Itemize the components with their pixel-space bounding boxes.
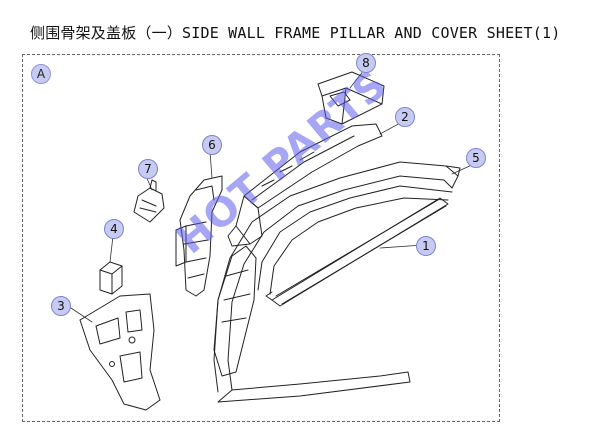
part-8-corner-bracket [317, 71, 385, 125]
callout-6[interactable]: 6 [202, 135, 222, 155]
part-3-a-pillar-lower-panel [79, 293, 161, 411]
part-7-clip-bracket [133, 179, 165, 223]
page-title: 侧围骨架及盖板（一）SIDE WALL FRAME PILLAR AND COV… [30, 24, 561, 42]
callout-5[interactable]: 5 [466, 148, 486, 168]
diagram-frame [22, 54, 500, 422]
callout-4[interactable]: 4 [104, 219, 124, 239]
part-1-seal-strip [265, 197, 449, 307]
part-6-pillar-reinforcement [175, 175, 223, 297]
part-2-a-pillar-upper [227, 123, 383, 247]
part-4-small-bracket [99, 261, 123, 295]
side-frame-pillar [213, 245, 257, 377]
callout-7[interactable]: 7 [138, 159, 158, 179]
callout-8[interactable]: 8 [356, 53, 376, 73]
callout-1[interactable]: 1 [416, 236, 436, 256]
part-5-door-frame-arch [213, 161, 461, 403]
callout-2[interactable]: 2 [395, 107, 415, 127]
section-badge: A [31, 64, 51, 84]
callout-3[interactable]: 3 [51, 296, 71, 316]
